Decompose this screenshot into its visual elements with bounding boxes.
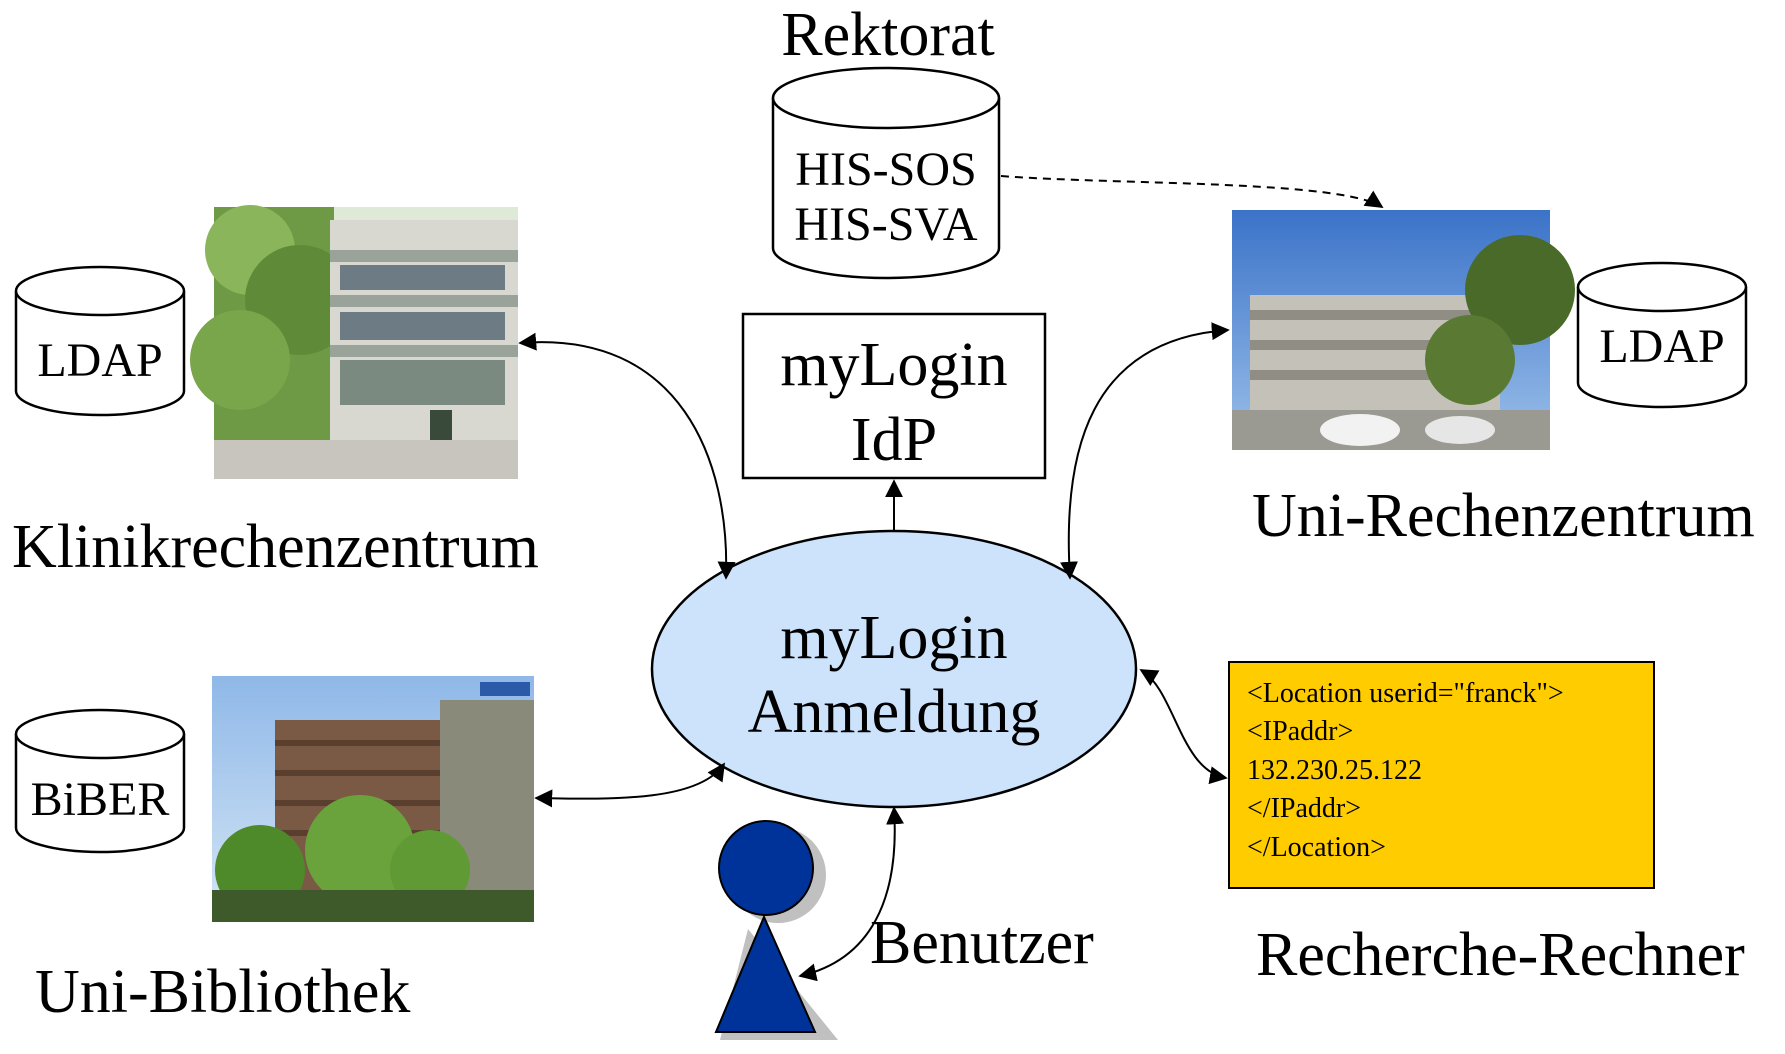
recherche-line-1: <Location userid="franck"> [1247,678,1564,709]
anmeldung-line2: Anmeldung [748,678,1041,746]
klinik-building-photo [190,205,518,479]
recherche-line-3: 132.230.25.122 [1247,755,1422,786]
idp-line2: IdP [851,406,937,474]
arrow-bibliothek-anmeldung [534,762,726,808]
recherche-note-box [1228,661,1655,889]
connectors [518,175,1384,982]
klinik-db-label: LDAP [37,334,162,387]
rektorat-db-line1: HIS-SOS [795,143,976,196]
urz-title: Uni-Rechenzentrum [1252,482,1755,550]
urz-database-icon [1576,261,1748,409]
arrow-recherche-anmeldung [1139,669,1228,785]
user-person-icon [714,820,838,1040]
dashed-arrow-rektorat-urz [1000,175,1384,208]
rektorat-database-icon [771,66,1001,280]
anmeldung-line1: myLogin [780,604,1007,672]
arrow-user-anmeldung [798,806,905,982]
recherche-line-5: </Location> [1247,832,1386,863]
bibliothek-database-icon [14,708,186,854]
idp-line1: myLogin [780,331,1007,399]
arrow-urz-anmeldung [1060,322,1230,580]
idp-box: myLogin IdP [741,312,1047,480]
rektorat-title: Rektorat [781,1,995,69]
bibliothek-title: Uni-Bibliothek [35,958,410,1026]
recherche-group: <Location userid="franck"> <IPaddr> 132.… [1228,661,1745,989]
anmeldung-ellipse: myLogin Anmeldung [650,529,1138,809]
recherche-line-2: <IPaddr> [1247,716,1353,747]
rektorat-db-line2: HIS-SVA [794,198,978,251]
klinik-database-icon [14,265,186,417]
urz-building-photo [1232,210,1575,450]
recherche-line-4: </IPaddr> [1247,793,1361,824]
bibliothek-group: BiBER Uni-Bibliothek [14,676,534,1026]
bibliothek-building-photo [212,676,534,922]
urz-db-label: LDAP [1599,320,1724,373]
urz-group: LDAP Uni-Rechenzentrum [1232,210,1755,550]
rektorat-group: Rektorat HIS-SOS HIS-SVA [771,1,1001,280]
bibliothek-db-label: BiBER [31,773,170,826]
arrow-klinik-anmeldung [518,332,736,580]
klinik-title: Klinikrechenzentrum [12,513,539,581]
recherche-title: Recherche-Rechner [1256,921,1745,989]
user-title: Benutzer [870,909,1094,977]
klinik-group: LDAP Klinikrechenzentrum [12,205,539,581]
